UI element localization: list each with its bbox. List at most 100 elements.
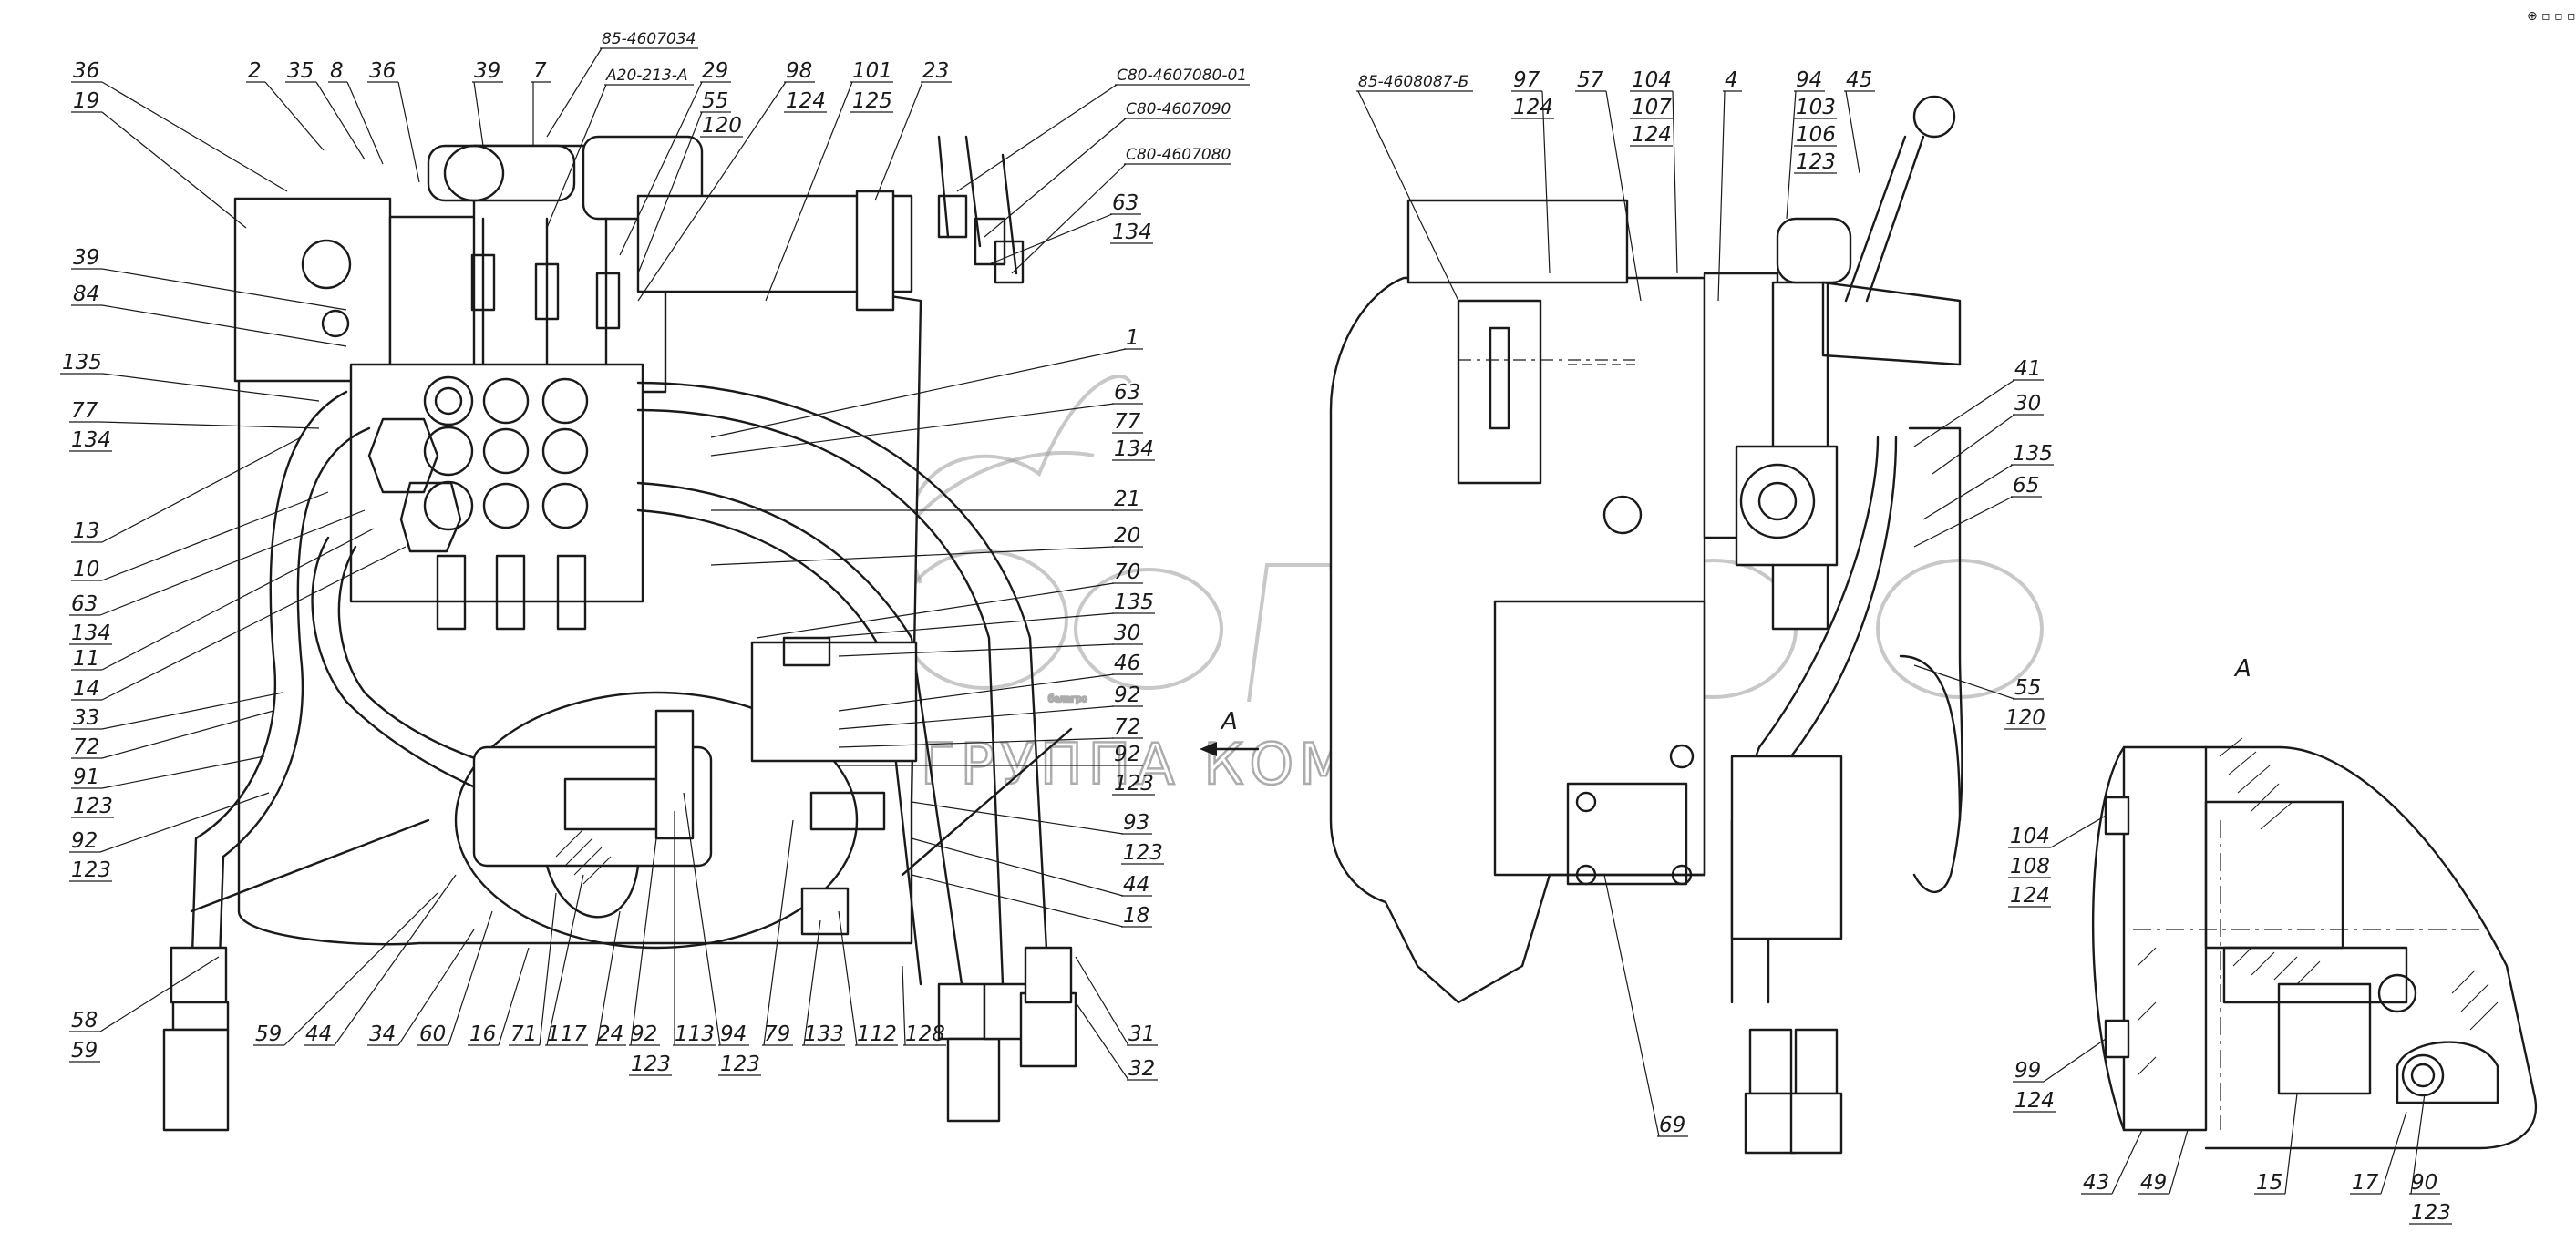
callout-c22: 63 [988, 191, 1141, 265]
callout-label: 57 [1577, 68, 1604, 92]
callout-c39: 92 [69, 792, 270, 853]
callout-c02: 19 [71, 89, 247, 229]
callout-leader [763, 819, 794, 1046]
callout-c65: 16 [468, 947, 530, 1046]
callout-label: 18 [1123, 904, 1149, 928]
callout-c03: 2 [246, 59, 325, 151]
callout-c23: 134 [1110, 221, 1153, 244]
callout-label: 90 [2411, 1171, 2437, 1195]
callout-leader [101, 304, 347, 347]
callout-c109: 90 [2409, 1093, 2440, 1195]
callout-leader [1011, 163, 1127, 274]
callout-c17: 125 [850, 89, 893, 113]
callout-label: 92 [1114, 743, 1140, 766]
callout-label: 135 [62, 351, 102, 375]
callout-leader [1922, 464, 2014, 520]
callout-c28: 134 [69, 428, 112, 452]
callout-leader [956, 84, 1118, 192]
callout-label: 120 [2005, 706, 2045, 730]
callout-c64: 60 [417, 910, 493, 1046]
callout-label: 124 [786, 89, 826, 113]
callout-label: 120 [702, 114, 742, 138]
callout-label: 104 [1632, 68, 1672, 92]
callout-c107: 15 [2254, 1093, 2298, 1195]
callout-leader [1605, 90, 1642, 302]
callout-c94: 30 [1932, 392, 2044, 475]
callout-label: 63 [1114, 381, 1140, 405]
callout-leader [315, 81, 366, 160]
callout-label: 14 [73, 677, 99, 701]
callout-leader [546, 47, 603, 138]
callout-label: 99 [2014, 1059, 2041, 1083]
callout-c85: 107 [1630, 96, 1673, 119]
hatch-detail [2137, 737, 2499, 1076]
callout-label: 135 [2013, 442, 2053, 466]
callout-c08: 7 [531, 59, 551, 146]
callout-label: 31 [1128, 1022, 1155, 1046]
callout-leader [1913, 664, 2015, 700]
callout-c20: С80-4607090 [984, 100, 1231, 238]
callout-leader [756, 582, 1115, 639]
callout-label: 94 [1796, 68, 1822, 92]
callout-label: 8 [330, 59, 344, 83]
callout-label: 13 [73, 519, 99, 543]
callout-label: 43 [2083, 1171, 2109, 1195]
callout-leader [619, 81, 703, 256]
callout-c32: 134 [69, 621, 112, 645]
callout-c34: 14 [71, 546, 407, 701]
callout-label: 16 [469, 1022, 496, 1046]
callout-label: 29 [702, 59, 728, 83]
callout-label: 123 [71, 858, 111, 882]
callout-label: 59 [255, 1022, 282, 1046]
valve-bores [367, 375, 589, 553]
callout-label: 1 [1126, 326, 1139, 350]
callout-label: 72 [1114, 715, 1140, 739]
callout-c102: 124 [2008, 884, 2051, 908]
callout-c82: 124 [1511, 96, 1554, 119]
callout-label: 85-4607034 [602, 30, 696, 48]
callout-c83: 57 [1575, 68, 1642, 302]
callout-c15: 124 [784, 89, 827, 113]
callout-c29: 13 [71, 436, 302, 543]
callout-c48: 135 [819, 591, 1155, 639]
callout-leader [101, 81, 288, 192]
callout-label: 124 [2014, 1089, 2055, 1113]
callout-c25: 84 [71, 282, 347, 347]
callout-leader [874, 81, 923, 201]
callout-c76: 112 [838, 910, 898, 1046]
callout-label: 79 [764, 1022, 790, 1046]
callout-leader [902, 965, 906, 1046]
callout-c61: 59 [253, 892, 438, 1046]
callout-c77: 128 [902, 965, 946, 1046]
callout-label: 60 [419, 1022, 446, 1046]
callout-c63: 34 [367, 929, 475, 1046]
callout-c21: С80-4607080 [1011, 146, 1231, 274]
callout-leader [99, 792, 270, 853]
callout-c60: 59 [69, 1039, 100, 1063]
callout-leader [630, 837, 657, 1046]
callout-label: 71 [510, 1022, 537, 1046]
callout-leader [101, 710, 274, 759]
callout-label: 4 [1725, 68, 1738, 92]
callout-c67: 117 [545, 874, 588, 1046]
callout-leader [1932, 414, 2015, 475]
callout-c97: 55 [1913, 664, 2044, 700]
callout-c86: 124 [1630, 123, 1673, 147]
callout-label: 32 [1128, 1057, 1155, 1081]
callout-leader [1672, 90, 1678, 274]
callout-c53: 92 [839, 743, 1143, 766]
callout-c50: 46 [838, 652, 1143, 712]
callout-c70: 123 [629, 1053, 672, 1076]
callout-c33: 11 [71, 528, 375, 671]
callout-label: 98 [786, 59, 812, 83]
callout-label: 101 [852, 59, 892, 83]
callout-label: 124 [2010, 884, 2050, 908]
callout-label: 108 [2010, 855, 2050, 878]
callout-leader [539, 892, 557, 1046]
callout-c90: 106 [1794, 123, 1837, 147]
callout-c40: 123 [69, 858, 112, 882]
callout-c103: 99 [2013, 1038, 2107, 1083]
callout-label: 72 [73, 735, 99, 759]
